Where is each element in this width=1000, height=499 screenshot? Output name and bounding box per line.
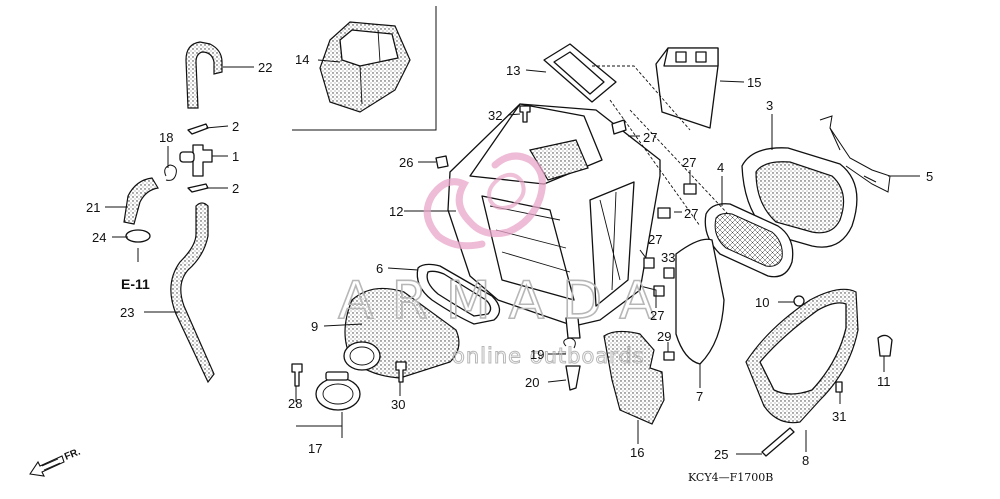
callout-16: 16 — [630, 445, 644, 460]
part-26-drawing — [435, 155, 449, 169]
reference-label: E-11 — [121, 276, 150, 292]
callout-11: 11 — [877, 374, 891, 389]
inset-frame — [292, 6, 437, 131]
callout-33: 33 — [661, 250, 675, 265]
part-25-drawing — [761, 427, 795, 457]
callout-27a: 27 — [643, 130, 657, 145]
part-15-drawing — [655, 47, 719, 129]
callout-15: 15 — [747, 75, 761, 90]
front-arrow-icon — [29, 455, 65, 477]
drawing-code: KCY4—F1700B — [688, 471, 773, 484]
part-5-drawing — [819, 115, 891, 193]
part-9-drawing — [343, 287, 460, 379]
part-31-drawing — [835, 381, 843, 393]
callout-27d: 27 — [648, 232, 662, 247]
part-24-drawing — [125, 229, 151, 243]
part-29-drawing — [663, 351, 675, 361]
callout-8: 8 — [802, 453, 809, 468]
callout-4: 4 — [717, 160, 724, 175]
callout-14: 14 — [295, 52, 309, 67]
part-23-drawing — [170, 202, 215, 384]
callout-5: 5 — [926, 169, 933, 184]
callout-23: 23 — [120, 305, 134, 320]
callout-22: 22 — [258, 60, 272, 75]
callout-7: 7 — [696, 389, 703, 404]
callout-32: 32 — [488, 108, 502, 123]
callout-18: 18 — [159, 130, 173, 145]
callout-29: 29 — [657, 329, 671, 344]
part-22-drawing — [185, 41, 223, 109]
part-30-drawing — [395, 361, 407, 383]
part-33-drawing — [663, 267, 675, 279]
callout-31: 31 — [832, 409, 846, 424]
part-2b-drawing — [187, 183, 209, 193]
part-21-drawing — [123, 177, 159, 225]
callout-1: 1 — [232, 149, 239, 164]
part-27d-drawing — [643, 257, 655, 269]
callout-2b: 2 — [232, 181, 239, 196]
watermark: ARMADA online outboards — [337, 152, 673, 369]
part-12-drawing — [447, 103, 661, 339]
direction-label: FR. — [63, 446, 82, 462]
part-11-drawing — [877, 334, 893, 357]
callout-6: 6 — [376, 261, 383, 276]
callout-30: 30 — [391, 397, 405, 412]
part-32-drawing — [519, 105, 531, 123]
callout-25: 25 — [714, 447, 728, 462]
part-27a-drawing — [611, 119, 627, 135]
callout-27b: 27 — [682, 155, 696, 170]
callout-26: 26 — [399, 155, 413, 170]
part-7-drawing — [675, 238, 725, 365]
callout-20: 20 — [525, 375, 539, 390]
guide-lines — [592, 65, 729, 227]
part-27c-drawing — [657, 207, 671, 219]
part-6-drawing — [416, 263, 501, 325]
part-17-drawing — [315, 371, 361, 411]
direction-indicator: FR. — [29, 446, 82, 477]
part-13-drawing — [543, 43, 617, 103]
callout-27c: 27 — [684, 206, 698, 221]
callout-17: 17 — [308, 441, 322, 456]
callout-27e: 27 — [650, 308, 664, 323]
part-19-drawing — [563, 337, 576, 349]
callout-28: 28 — [288, 396, 302, 411]
part-18-drawing — [164, 164, 177, 181]
callout-2a: 2 — [232, 119, 239, 134]
part-10-drawing — [793, 295, 805, 307]
callout-3: 3 — [766, 98, 773, 113]
callout-24: 24 — [92, 230, 106, 245]
part-2a-drawing — [187, 123, 209, 135]
part-14-drawing — [319, 21, 411, 113]
callout-12: 12 — [389, 204, 403, 219]
callout-19: 19 — [530, 347, 544, 362]
watermark-brand: ARMADA — [338, 271, 673, 331]
callout-10: 10 — [755, 295, 769, 310]
part-28-drawing — [291, 363, 303, 387]
part-8-drawing — [745, 288, 859, 424]
callout-13: 13 — [506, 63, 520, 78]
callout-21: 21 — [86, 200, 100, 215]
part-1-drawing — [179, 144, 213, 177]
part-20-drawing — [565, 365, 581, 391]
part-27b-drawing — [683, 183, 697, 195]
part-16-drawing — [603, 330, 665, 425]
callout-9: 9 — [311, 319, 318, 334]
watermark-logo-drawing — [423, 152, 546, 250]
watermark-tagline: online outboards — [452, 344, 645, 368]
